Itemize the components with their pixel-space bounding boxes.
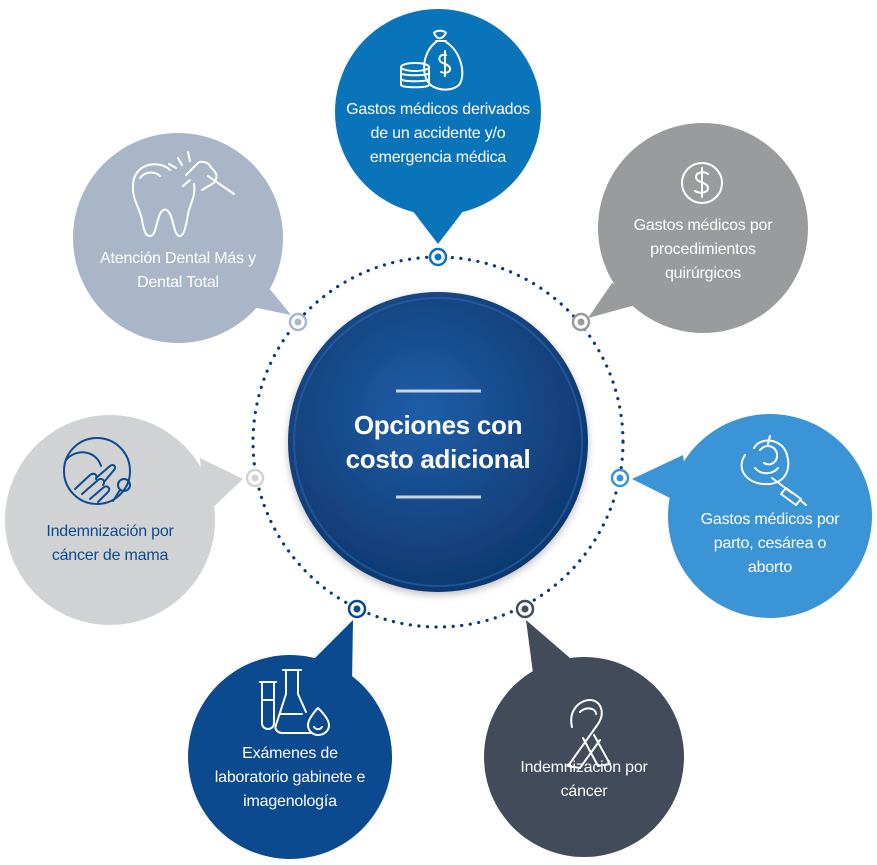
orbit-node-mama xyxy=(245,468,265,488)
lab-flasks-icon xyxy=(259,669,330,736)
option-label-cancer: Indemnización por cáncer xyxy=(520,759,648,800)
option-label-laboratorio: Exámenes de laboratorio gabinete e image… xyxy=(214,745,366,810)
bubble-circle xyxy=(188,655,392,859)
orbit-node-quirurgicos xyxy=(571,312,591,332)
dollar-circle-icon xyxy=(681,162,723,204)
option-label-mama: Indemnización por cáncer de mama xyxy=(46,523,174,564)
awareness-ribbon-icon xyxy=(567,699,611,769)
bubble-accidente[interactable] xyxy=(335,9,541,244)
orbit-node-parto xyxy=(610,468,630,488)
bubble-pointer xyxy=(588,283,650,318)
bubble-pointer xyxy=(526,620,570,673)
bubble-circle xyxy=(5,415,215,625)
center-circle xyxy=(288,292,588,592)
orbit-node-laboratorio xyxy=(347,599,367,619)
breast-exam-icon xyxy=(63,437,131,505)
center-title: Opciones con costo adicional xyxy=(345,410,531,474)
bubble-quirurgicos[interactable] xyxy=(588,123,808,333)
bubble-parto[interactable] xyxy=(632,414,872,618)
bubble-mama[interactable] xyxy=(5,415,243,625)
option-label-accidente: Gastos médicos derivados de un accidente… xyxy=(346,101,530,166)
fetus-icon xyxy=(740,435,807,506)
option-label-parto: Gastos médicos por parto, cesárea o abor… xyxy=(700,511,840,576)
bubble-circle xyxy=(335,9,541,215)
bubble-laboratorio[interactable] xyxy=(188,620,392,859)
option-label-dental: Atención Dental Más y Dental Total xyxy=(100,250,256,291)
bubble-circle xyxy=(484,657,684,857)
bubble-circle xyxy=(73,133,283,343)
orbit-node-dental xyxy=(288,312,308,332)
bubble-dental[interactable] xyxy=(73,133,291,343)
bubble-circle xyxy=(598,123,808,333)
dotted-orbit xyxy=(251,255,625,629)
tooth-drill-icon xyxy=(131,151,235,237)
option-label-quirurgicos: Gastos médicos por procedimientos quirúr… xyxy=(633,217,773,282)
money-bag-icon xyxy=(400,29,464,91)
bubble-pointer xyxy=(412,210,464,244)
bubble-circle xyxy=(668,414,872,618)
orbit-node-cancer xyxy=(515,599,535,619)
bubble-cancer[interactable] xyxy=(484,620,684,857)
orbit-node-accidente xyxy=(428,247,448,267)
